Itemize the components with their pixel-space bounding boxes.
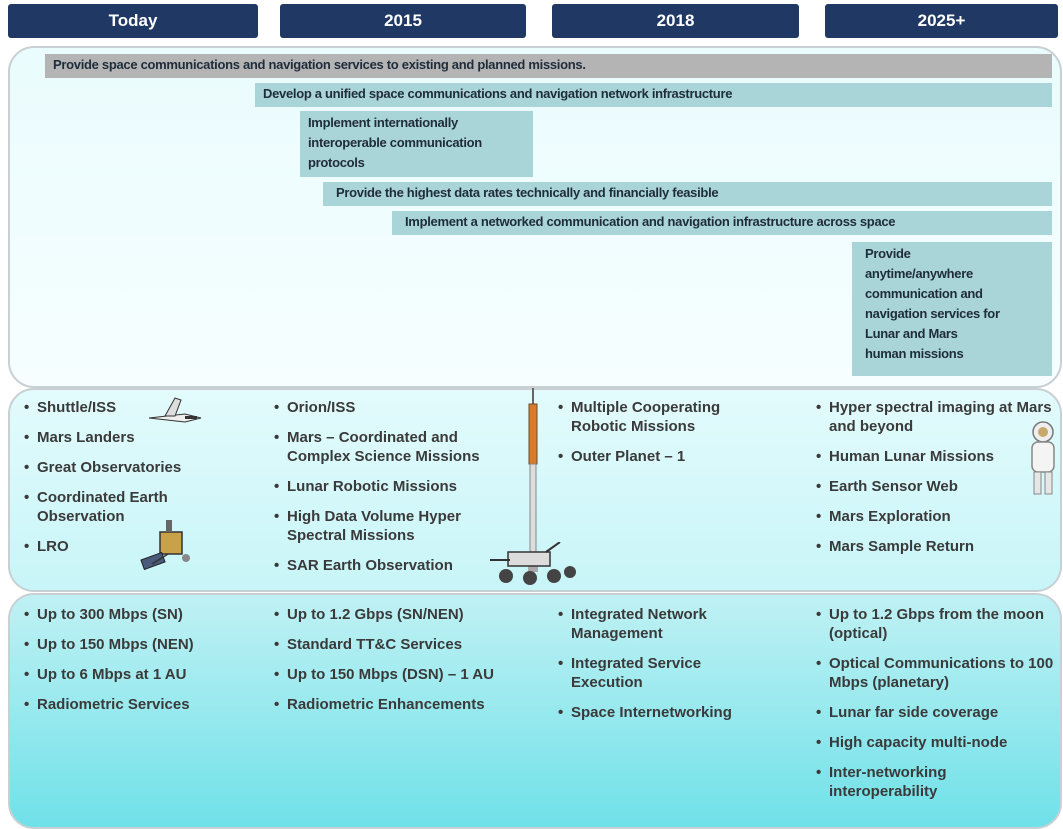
mars-rover-icon	[490, 542, 576, 585]
capabilities-2018: Integrated Network Management Integrated…	[556, 605, 756, 733]
list-item: High Data Volume Hyper Spectral Missions	[272, 507, 512, 545]
list-item: Optical Communications to 100 Mbps (plan…	[814, 654, 1054, 692]
list-item: Integrated Service Execution	[556, 654, 756, 692]
list-item: Multiple Cooperating Robotic Missions	[556, 398, 771, 436]
list-item: Space Internetworking	[556, 703, 756, 722]
header-2018: 2018	[552, 4, 799, 38]
goal-bar-services: Provide space communications and navigat…	[45, 54, 1052, 78]
list-item: Inter-networking interoperability	[814, 763, 989, 801]
list-item: Up to 6 Mbps at 1 AU	[22, 665, 252, 684]
list-item: Outer Planet – 1	[556, 447, 776, 466]
list-item: Up to 150 Mbps (DSN) – 1 AU	[272, 665, 542, 684]
astronaut-icon	[1031, 421, 1055, 495]
list-item: Mars Exploration	[814, 507, 1059, 526]
list-item: Mars – Coordinated and Complex Science M…	[272, 428, 507, 466]
list-item: LRO	[22, 537, 222, 556]
list-item: Lunar far side coverage	[814, 703, 1054, 722]
list-item: Orion/ISS	[272, 398, 507, 417]
list-item: Up to 150 Mbps (NEN)	[22, 635, 252, 654]
capabilities-2025: Up to 1.2 Gbps from the moon (optical) O…	[814, 605, 1054, 812]
goal-bar-unified-network: Develop a unified space communications a…	[255, 83, 1052, 107]
list-item: Integrated Network Management	[556, 605, 756, 643]
header-today: Today	[8, 4, 258, 38]
list-item: Mars Sample Return	[814, 537, 1059, 556]
capabilities-2015: Up to 1.2 Gbps (SN/NEN) Standard TT&C Se…	[272, 605, 542, 725]
satellite-icon	[140, 520, 190, 571]
missions-2018: Multiple Cooperating Robotic Missions Ou…	[556, 398, 776, 477]
goal-bar-interoperable-protocols: Implement internationally interoperable …	[300, 111, 533, 177]
list-item: SAR Earth Observation	[272, 556, 507, 575]
header-2015: 2015	[280, 4, 526, 38]
missions-2015: Orion/ISS Mars – Coordinated and Complex…	[272, 398, 507, 586]
list-item: Shuttle/ISS	[22, 398, 222, 417]
goal-bar-anytime-anywhere: Provide anytime/anywhere communication a…	[852, 242, 1052, 376]
header-2025: 2025+	[825, 4, 1058, 38]
goal-bar-networked-infrastructure: Implement a networked communication and …	[392, 211, 1052, 235]
goal-bar-highest-data-rates: Provide the highest data rates technical…	[323, 182, 1052, 206]
list-item: Up to 300 Mbps (SN)	[22, 605, 252, 624]
list-item: High capacity multi-node	[814, 733, 1054, 752]
list-item: Human Lunar Missions	[814, 447, 1059, 466]
list-item: Mars Landers	[22, 428, 222, 447]
list-item: Earth Sensor Web	[814, 477, 1059, 496]
list-item: Great Observatories	[22, 458, 222, 477]
list-item: Lunar Robotic Missions	[272, 477, 507, 496]
missions-2025: Hyper spectral imaging at Mars and beyon…	[814, 398, 1059, 567]
list-item: Hyper spectral imaging at Mars and beyon…	[814, 398, 1059, 436]
list-item: Up to 1.2 Gbps (SN/NEN)	[272, 605, 542, 624]
space-shuttle-icon	[148, 397, 202, 423]
list-item: Standard TT&C Services	[272, 635, 542, 654]
capabilities-today: Up to 300 Mbps (SN) Up to 150 Mbps (NEN)…	[22, 605, 252, 725]
list-item: Radiometric Enhancements	[272, 695, 542, 714]
missions-today: Shuttle/ISS Mars Landers Great Observato…	[22, 398, 222, 567]
list-item: Coordinated Earth Observation	[22, 488, 212, 526]
list-item: Up to 1.2 Gbps from the moon (optical)	[814, 605, 1054, 643]
list-item: Radiometric Services	[22, 695, 252, 714]
